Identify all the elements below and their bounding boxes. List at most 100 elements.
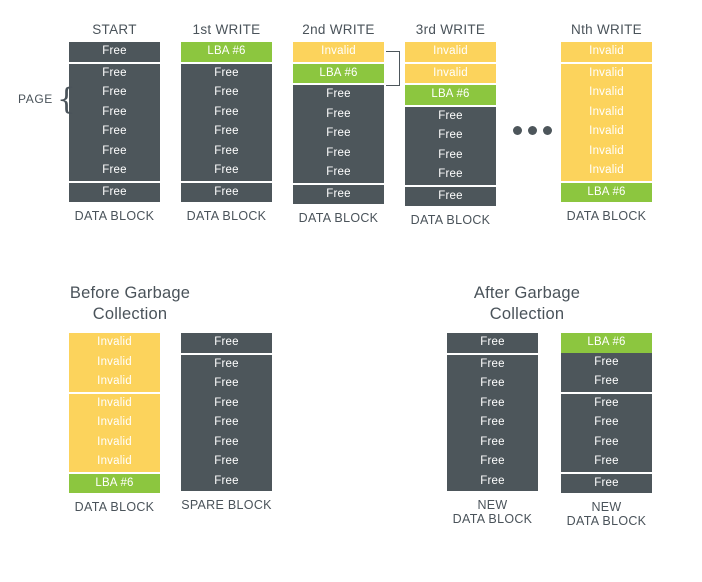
page-cell-invalid: Invalid [561,102,652,122]
page-cell-lba: LBA #6 [405,85,496,107]
page-cell-free: Free [181,413,272,433]
page-cell-free: Free [181,102,272,122]
page-cell-free: Free [69,161,160,183]
dot-1 [513,126,522,135]
page-cell-invalid: Invalid [561,161,652,183]
page-cell-lba: LBA #6 [69,473,160,493]
block-title: START [92,22,137,37]
page-cell-invalid: Invalid [561,122,652,142]
page-cell-free: Free [293,124,384,144]
page-cell-free: Free [181,432,272,452]
block-caption: DATA BLOCK [410,213,491,227]
page-cell-free: Free [447,432,538,452]
brace-icon: { [56,82,77,117]
page-cell-free: Free [181,393,272,413]
page-cell-free: Free [293,143,384,163]
block-caption: DATA BLOCK [566,209,647,223]
dot-2 [528,126,537,135]
page-cell-free: Free [69,141,160,161]
page-cell-free: Free [181,452,272,472]
page-cell-invalid: Invalid [561,83,652,103]
page-cell-free: Free [181,122,272,142]
block-title: 2nd WRITE [302,22,375,37]
page-cell-lba: LBA #6 [561,333,652,353]
page-cell-free: Free [405,106,496,126]
page-cell-invalid: Invalid [69,393,160,413]
page-cell-invalid: Invalid [69,413,160,433]
page-cell-invalid: Invalid [69,452,160,474]
page-cell-invalid: Invalid [561,63,652,83]
page-cell-free: Free [69,83,160,103]
page-cell-free: Free [181,83,272,103]
page-cell-free: Free [447,393,538,413]
page-cell-invalid: Invalid [69,432,160,452]
page-cell-free: Free [447,452,538,472]
page-cell-invalid: Invalid [561,42,652,64]
page-cell-lba: LBA #6 [293,63,384,85]
ellipsis-dots-icon [513,126,552,135]
page-cell-free: Free [181,63,272,83]
page-cell-invalid: Invalid [405,42,496,64]
page-cell-lba: LBA #6 [561,182,652,202]
block-caption: SPARE BLOCK [181,498,272,512]
before-garbage-collection-heading: Before Garbage Collection [69,284,191,323]
page-cell-free: Free [405,145,496,165]
page-cell-lba: LBA #6 [181,42,272,64]
page-cell-free: Free [181,374,272,394]
block-caption: DATA BLOCK [186,209,267,223]
page-cell-free: Free [293,104,384,124]
page-cell-free: Free [181,141,272,161]
page-cell-free: Free [181,182,272,202]
page-cell-free: Free [181,471,272,491]
page-cell-free: Free [447,354,538,374]
page-cell-free: Free [447,413,538,433]
page-cell-free: Free [181,161,272,183]
page-label-text: PAGE [18,92,53,106]
page-cell-free: Free [561,452,652,474]
block-title: 1st WRITE [192,22,261,37]
page-cell-invalid: Invalid [69,352,160,372]
page-cell-free: Free [447,471,538,491]
page-cell-free: Free [69,42,160,64]
page-cell-free: Free [293,163,384,185]
after-garbage-collection-heading: After Garbage Collection [473,284,581,323]
page-cell-free: Free [561,473,652,493]
page-cell-invalid: Invalid [293,42,384,64]
page-cell-free: Free [405,165,496,187]
block-caption: DATA BLOCK [74,209,155,223]
dot-3 [543,126,552,135]
page-cell-invalid: Invalid [69,372,160,394]
block-caption: NEW DATA BLOCK [452,498,533,526]
page-cell-free: Free [69,63,160,83]
page-cell-invalid: Invalid [561,141,652,161]
page-cell-free: Free [69,182,160,202]
page-bracket-label: PAGE { [18,82,77,117]
page-cell-free: Free [561,393,652,413]
page-cell-free: Free [561,352,652,372]
page-cell-free: Free [405,126,496,146]
page-cell-free: Free [69,102,160,122]
block-caption: DATA BLOCK [298,211,379,225]
block-caption: DATA BLOCK [74,500,155,514]
page-cell-free: Free [293,85,384,105]
page-cell-free: Free [181,333,272,355]
page-cell-free: Free [561,413,652,433]
block-caption: NEW DATA BLOCK [566,500,647,528]
invalidation-connector-bracket [386,51,400,86]
